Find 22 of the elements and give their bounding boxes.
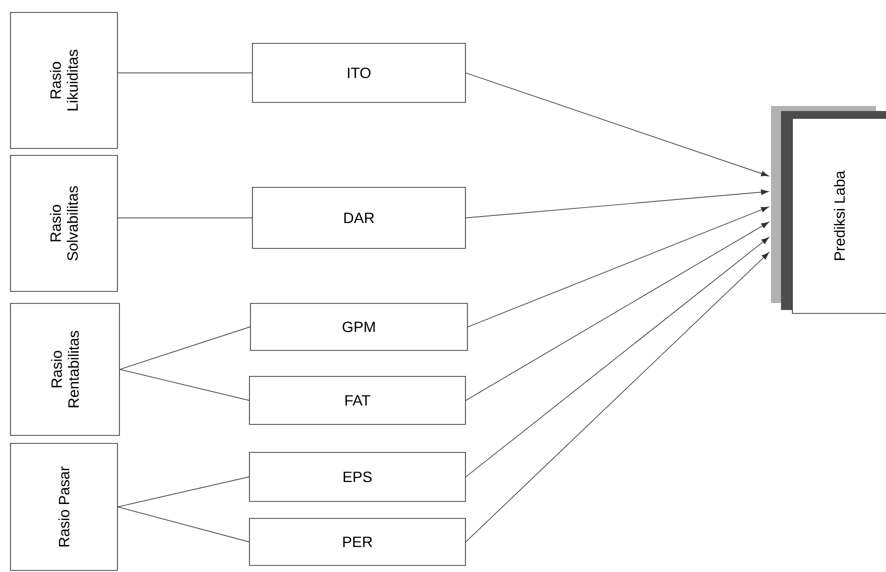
category-box: Rasio Solvabilitas [10, 155, 118, 292]
connector-line [465, 252, 770, 542]
connector-line [119, 326, 250, 370]
output-box: Prediksi Laba [771, 106, 886, 314]
connector-line [117, 506, 250, 542]
connector-line [119, 369, 250, 401]
connector-line [465, 237, 770, 478]
indicator-box: EPS [249, 452, 466, 502]
connector-line [465, 189, 769, 218]
indicator-box: ITO [252, 43, 466, 103]
indicator-box: FAT [249, 376, 466, 425]
category-box: Rasio Likuiditas [10, 12, 118, 149]
category-box: Rasio Rentabilitas [10, 303, 120, 436]
connector-line [465, 222, 769, 401]
indicator-box: DAR [252, 187, 466, 249]
category-box: Rasio Pasar [10, 443, 118, 571]
connector-line [465, 72, 769, 176]
indicator-box: PER [249, 518, 466, 566]
connector-line [467, 206, 769, 328]
indicator-box: GPM [250, 303, 468, 351]
connector-line [117, 476, 250, 508]
connector-line [117, 72, 252, 74]
